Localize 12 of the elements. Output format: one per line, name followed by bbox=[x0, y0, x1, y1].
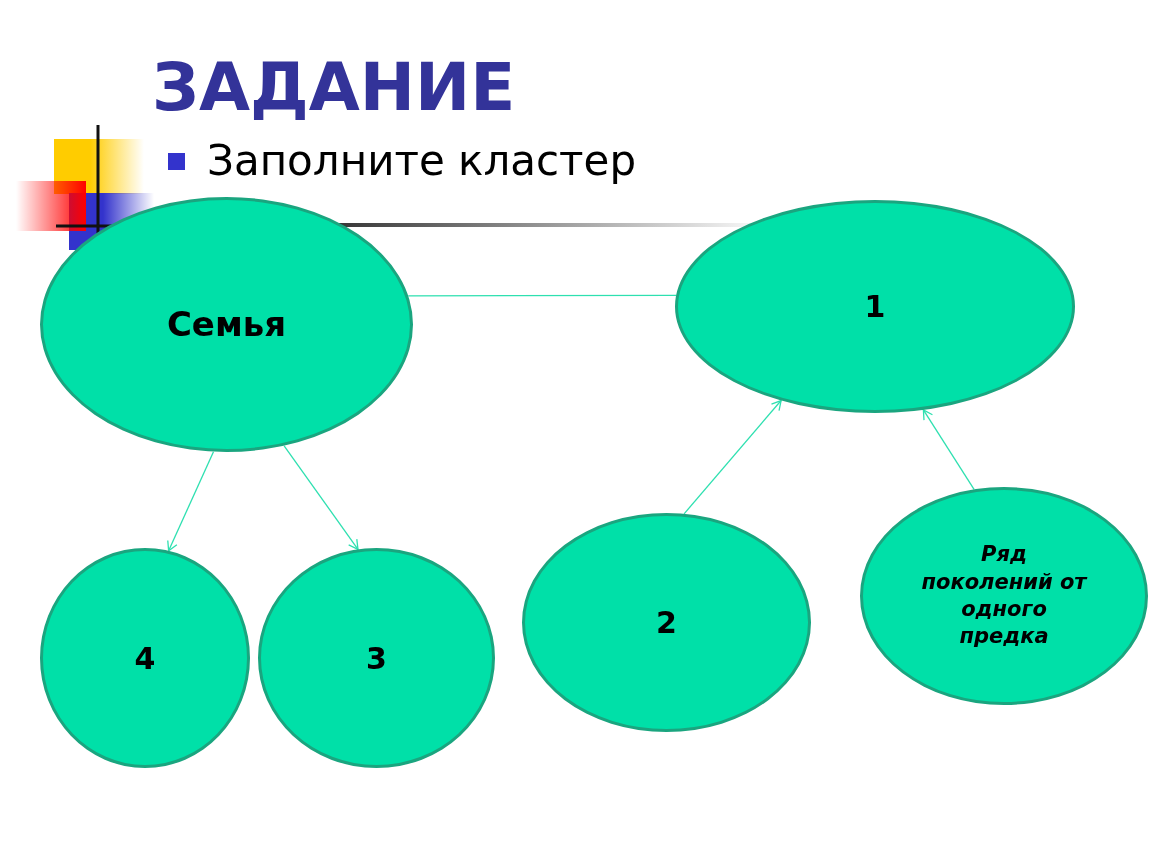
node-label: 2 bbox=[656, 604, 677, 642]
node-label: 3 bbox=[366, 639, 387, 678]
node-label: 4 bbox=[134, 639, 156, 678]
arrow bbox=[167, 451, 215, 552]
slide-title: ЗАДАНИЕ bbox=[152, 55, 516, 121]
node-label: Семья bbox=[166, 303, 287, 347]
subtitle-text: Заполните кластер bbox=[207, 140, 637, 182]
arrow bbox=[283, 445, 359, 550]
node-label: Ряд поколений от одного предка bbox=[920, 541, 1089, 651]
connector-line bbox=[407, 294, 677, 297]
node-label: 1 bbox=[864, 288, 886, 326]
arrow bbox=[683, 399, 782, 515]
